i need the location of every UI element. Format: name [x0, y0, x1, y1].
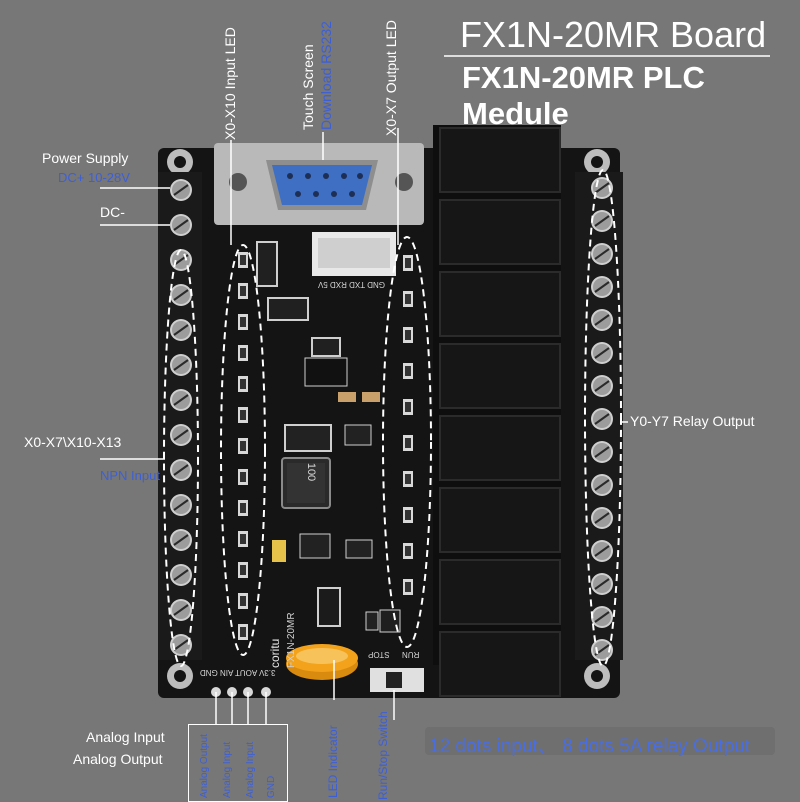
relay: [439, 559, 561, 625]
interface-label: Download RS232: [318, 21, 334, 130]
relay: [439, 199, 561, 265]
model-silk: FX1N-20MR: [286, 612, 297, 668]
status-led: [403, 435, 413, 451]
analog-pin-label-3: Analog Input: [245, 741, 256, 798]
inputs-label: X0-X7\X10-X13: [24, 434, 122, 450]
status-led: [403, 255, 413, 271]
terminal-screw: [591, 408, 613, 430]
status-led: [238, 469, 248, 485]
terminal-screw: [591, 342, 613, 364]
terminal-screw: [170, 529, 192, 551]
status-led: [403, 327, 413, 343]
terminal-screw: [591, 276, 613, 298]
left-terminal-screws: [170, 179, 192, 656]
terminal-screw: [591, 243, 613, 265]
inductor-silk: 100: [305, 462, 318, 482]
led-indicator-label: LED Indicator: [326, 725, 340, 798]
terminal-screw: [170, 179, 192, 201]
terminal-screw: [170, 319, 192, 341]
relay: [439, 631, 561, 697]
status-led: [238, 252, 248, 268]
footer-text: 12 dots input、 8 dots 5A relay Output: [429, 736, 751, 757]
input-led-label: X0-X10 Input LED: [222, 27, 238, 140]
annotation-lines: [100, 55, 770, 725]
relay: [439, 415, 561, 481]
status-led: [403, 471, 413, 487]
terminal-screw: [591, 441, 613, 463]
status-led: [238, 624, 248, 640]
terminal-screw: [591, 375, 613, 397]
status-led: [238, 593, 248, 609]
terminal-screw: [591, 606, 613, 628]
right-terminal-screws: [591, 177, 613, 661]
terminal-screw: [591, 573, 613, 595]
output-led-label: X0-X7 Output LED: [383, 20, 399, 136]
dc-minus-label: DC-: [100, 204, 125, 220]
brand-silk: coritu: [268, 638, 282, 668]
status-led: [238, 531, 248, 547]
terminal-screw: [170, 284, 192, 306]
serial-silk: GND TXD RXD 5V: [318, 280, 385, 289]
status-led: [238, 376, 248, 392]
terminal-screw: [170, 459, 192, 481]
relays: [439, 127, 561, 697]
status-led: [238, 283, 248, 299]
run-silk: RUN: [402, 650, 420, 659]
stop-silk: STOP: [368, 650, 390, 659]
relay: [439, 271, 561, 337]
status-led: [238, 562, 248, 578]
terminal-screw: [170, 564, 192, 586]
status-led: [238, 407, 248, 423]
terminal-screw: [591, 540, 613, 562]
status-led: [238, 345, 248, 361]
status-led: [238, 500, 248, 516]
module-title: FX1N-20MR PLC Medule: [462, 60, 705, 131]
highlight-outlines: [163, 169, 622, 667]
terminal-screw: [591, 474, 613, 496]
status-led: [403, 399, 413, 415]
terminal-screw: [591, 507, 613, 529]
status-led: [403, 291, 413, 307]
touch-screen-label: Touch Screen: [300, 44, 316, 130]
run-stop-switch: [370, 668, 424, 692]
board-title: FX1N-20MR Board: [460, 14, 767, 55]
relay: [439, 487, 561, 553]
analog-pin-label-2: Analog Input: [222, 741, 233, 798]
analog-pins-silk: 3.3V AOUT AIN GND: [200, 668, 276, 677]
terminal-screw: [170, 494, 192, 516]
terminal-screw: [170, 634, 192, 656]
analog-pin-label-1: Analog Output: [199, 734, 210, 798]
power-voltage-label: DC+ 10-28V: [58, 170, 130, 185]
run-stop-label: Run/Stop Switch: [376, 711, 390, 800]
analog-output-label: Analog Output: [73, 751, 163, 767]
terminal-screw: [170, 599, 192, 621]
terminal-screw: [170, 389, 192, 411]
terminal-screw: [170, 214, 192, 236]
terminal-screw: [591, 210, 613, 232]
components: [256, 241, 401, 633]
relay: [439, 343, 561, 409]
db9-connector: [214, 143, 424, 225]
terminal-screw: [591, 309, 613, 331]
output-led-column: [403, 255, 413, 595]
footer-banner: 12 dots input、 8 dots 5A relay Output: [425, 727, 775, 757]
orange-capacitor: [286, 644, 358, 680]
analog-pin-label-4: GND: [266, 775, 277, 798]
status-led: [238, 314, 248, 330]
relay: [439, 127, 561, 193]
status-led: [403, 363, 413, 379]
terminal-screw: [170, 354, 192, 376]
status-led: [403, 507, 413, 523]
status-led: [403, 543, 413, 559]
terminal-screw: [170, 424, 192, 446]
status-led: [403, 579, 413, 595]
power-supply-label: Power Supply: [42, 150, 129, 166]
relay-output-label: Y0-Y7 Relay Output: [630, 413, 755, 429]
status-led: [238, 438, 248, 454]
npn-input-label: NPN Input: [100, 468, 160, 483]
input-led-column: [238, 252, 248, 640]
analog-input-label: Analog Input: [86, 729, 165, 745]
